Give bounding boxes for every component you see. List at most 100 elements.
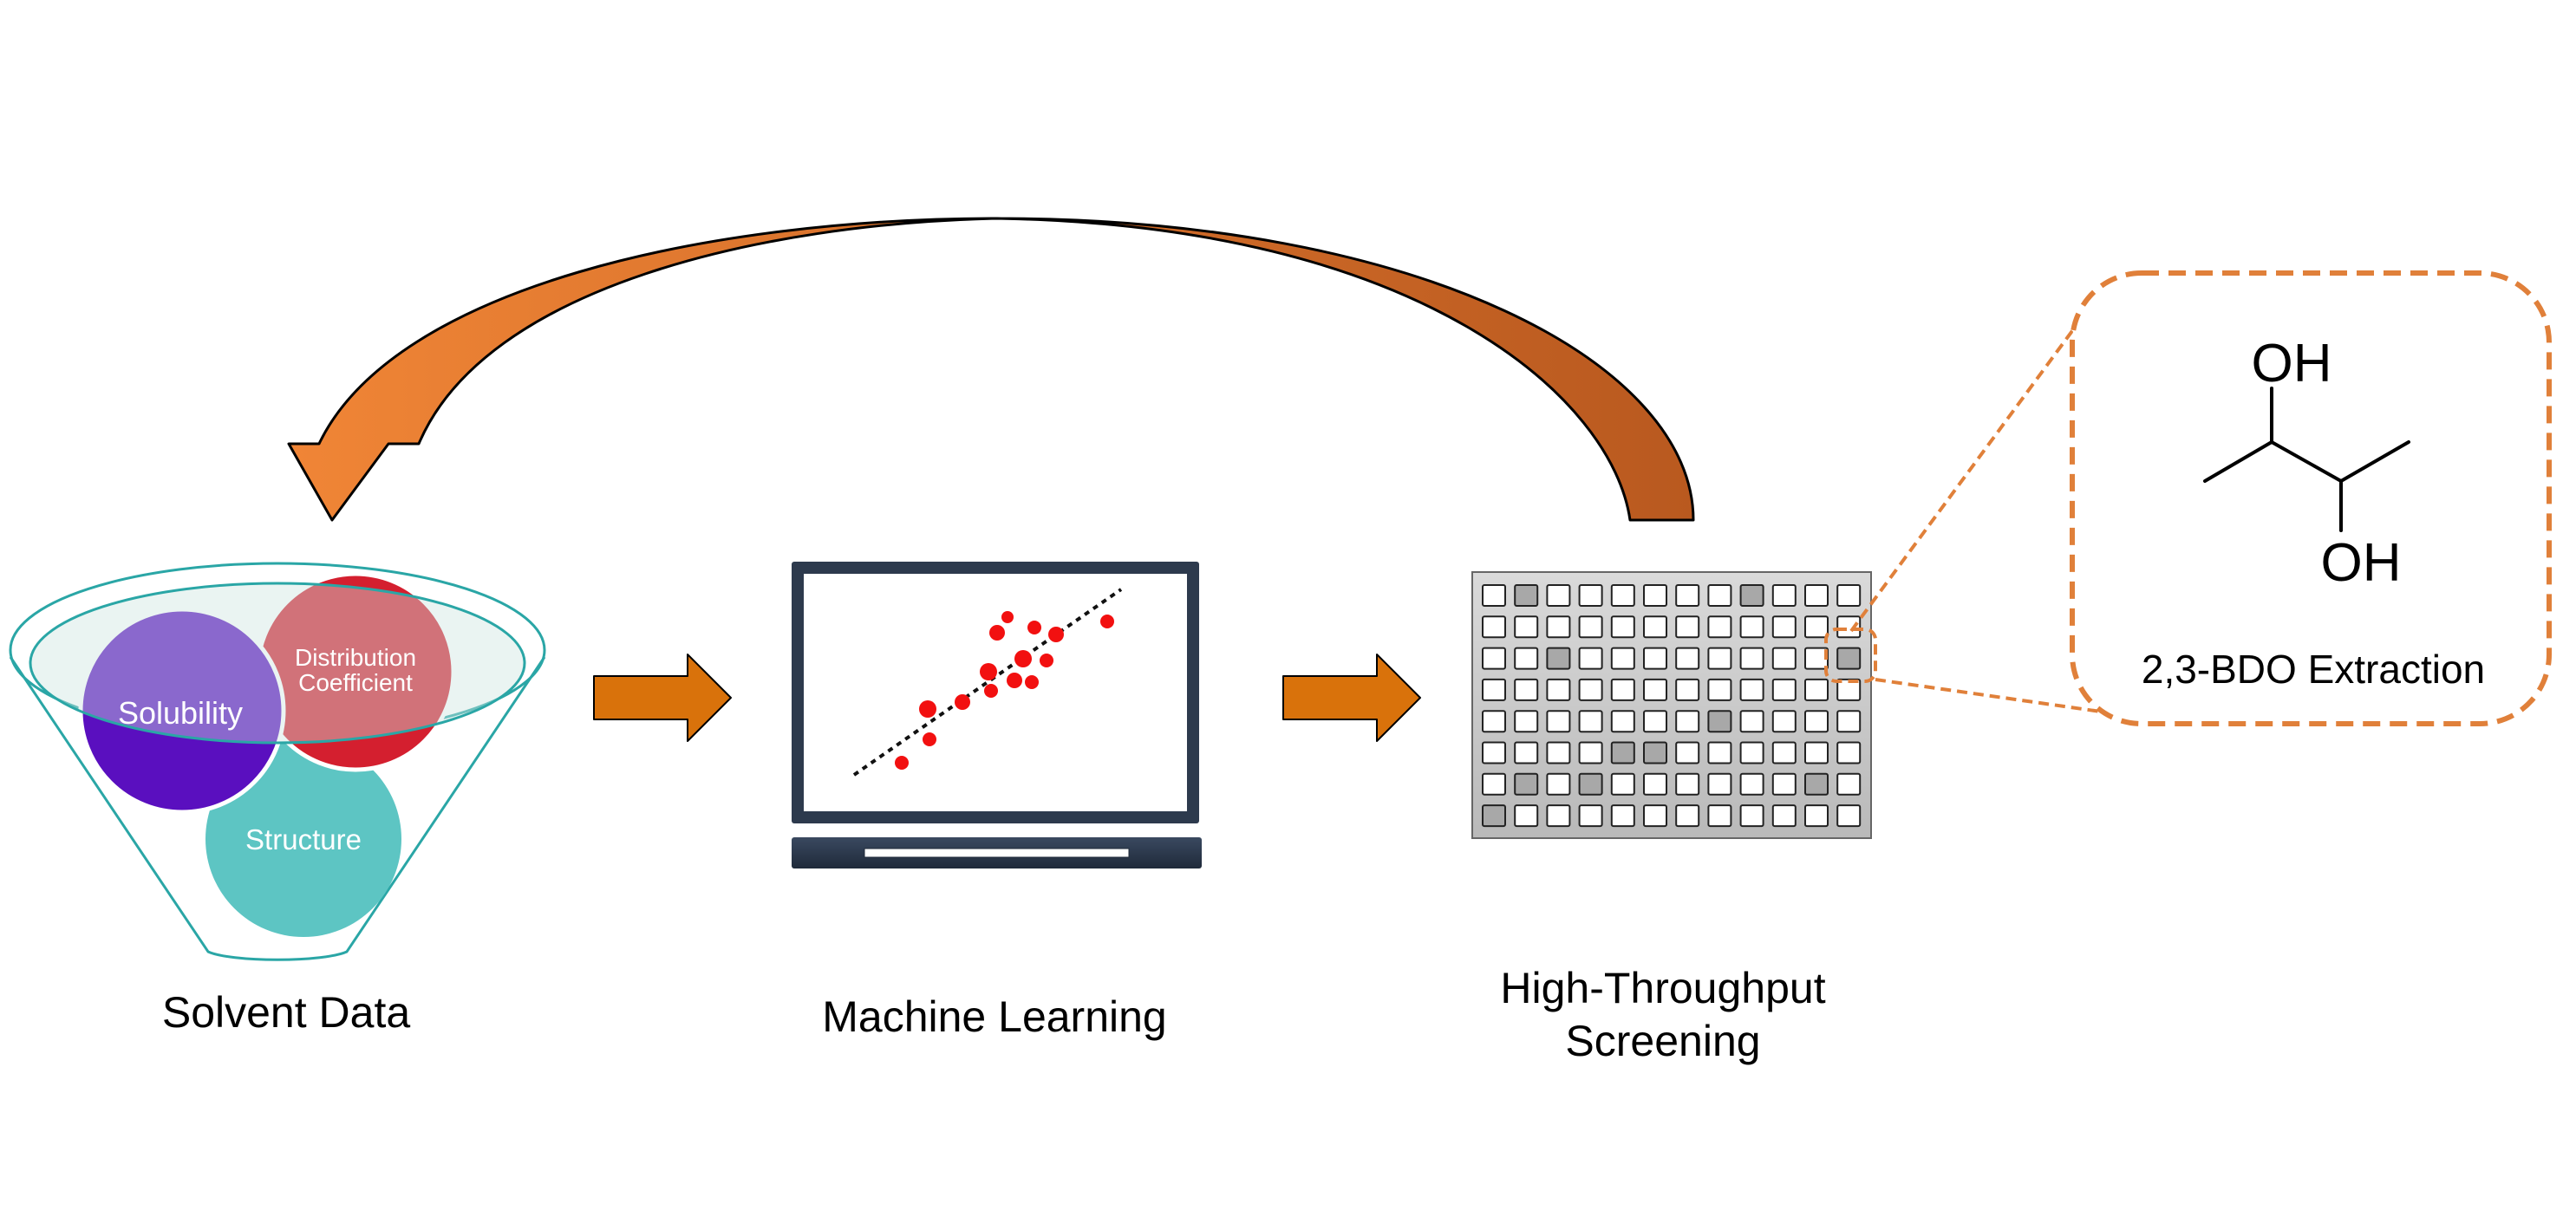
zoom-source-box <box>1824 628 1877 683</box>
plate-well <box>1739 710 1764 733</box>
scatter-point <box>989 625 1005 641</box>
scatter-point <box>1048 627 1064 642</box>
plate-well <box>1482 678 1506 701</box>
plate-well <box>1482 772 1506 796</box>
scatter-point <box>923 732 936 746</box>
plate-well <box>1771 710 1797 733</box>
plate-well <box>1643 615 1667 639</box>
scatter-point <box>1014 650 1032 667</box>
scatter-point <box>1001 611 1014 623</box>
plate-well <box>1836 647 1862 670</box>
scatter-point <box>1007 673 1022 688</box>
plate-well <box>1836 741 1862 764</box>
plate-well <box>1707 615 1732 639</box>
plate-well <box>1739 584 1764 607</box>
plate-well <box>1610 741 1635 764</box>
plate-well <box>1610 804 1635 828</box>
plate-well <box>1771 804 1797 828</box>
plate-well <box>1675 615 1700 639</box>
plate-well <box>1675 584 1700 607</box>
plate-well <box>1546 615 1571 639</box>
regression-line <box>852 588 1123 777</box>
plate-well <box>1771 772 1797 796</box>
oh-top-label: OH <box>2252 334 2332 394</box>
plate-well <box>1578 741 1603 764</box>
wells-grid <box>1482 584 1862 828</box>
funnel-body <box>9 656 546 961</box>
plate-well <box>1546 741 1571 764</box>
plate-well <box>1771 615 1797 639</box>
plate-well <box>1578 647 1603 670</box>
plate-well <box>1514 678 1539 701</box>
plate-well <box>1546 772 1571 796</box>
plate-well <box>1482 741 1506 764</box>
monitor-base-slot <box>864 848 1130 858</box>
oh-bottom-label: OH <box>2321 533 2402 593</box>
plate-well <box>1771 741 1797 764</box>
plate-well <box>1514 710 1539 733</box>
plate-well <box>1643 647 1667 670</box>
zoom-line-top <box>1849 323 2078 633</box>
hts-label-line1: High-Throughput <box>1500 964 1825 1012</box>
plate-well <box>1610 772 1635 796</box>
forward-arrow-1 <box>593 654 732 742</box>
plate-well <box>1578 678 1603 701</box>
plate-body <box>1471 571 1872 839</box>
plate-well <box>1514 804 1539 828</box>
plate-well <box>1546 804 1571 828</box>
plate-well <box>1836 772 1862 796</box>
bond-2 <box>2270 440 2343 483</box>
plate-well <box>1804 584 1829 607</box>
plate-well <box>1514 615 1539 639</box>
plate-well <box>1514 772 1539 796</box>
plate-well <box>1643 741 1667 764</box>
scatter-point <box>1027 621 1041 634</box>
plate-well <box>1739 772 1764 796</box>
scatter-point <box>955 694 970 710</box>
plate-well <box>1546 584 1571 607</box>
molecule-callout <box>2070 270 2552 726</box>
plate-well <box>1610 647 1635 670</box>
structure-label: Structure <box>245 823 362 855</box>
plate-well <box>1804 741 1829 764</box>
forward-arrow-2 <box>1282 654 1421 742</box>
well-plate-icon <box>1471 571 1872 839</box>
plate-well <box>1610 710 1635 733</box>
plate-well <box>1707 741 1732 764</box>
plate-well <box>1739 804 1764 828</box>
scatter-point <box>980 663 997 680</box>
plate-well <box>1578 584 1603 607</box>
plate-well <box>1771 584 1797 607</box>
plate-well <box>1643 804 1667 828</box>
monitor-scatter-icon <box>792 562 1202 868</box>
scatter-point <box>984 684 998 698</box>
plate-well <box>1643 772 1667 796</box>
plate-well <box>1836 584 1862 607</box>
scatter-points <box>895 611 1114 770</box>
plate-well <box>1804 772 1829 796</box>
plate-well <box>1546 710 1571 733</box>
bond-1 <box>2203 440 2273 483</box>
plate-well <box>1482 710 1506 733</box>
structure-circle <box>205 741 401 937</box>
plate-well <box>1675 647 1700 670</box>
plate-well <box>1578 615 1603 639</box>
scatter-point <box>895 756 909 770</box>
molecule-caption: 2,3-BDO Extraction <box>2142 647 2485 692</box>
plate-well <box>1804 678 1829 701</box>
plate-well <box>1643 710 1667 733</box>
plate-well <box>1707 772 1732 796</box>
plate-well <box>1836 615 1862 639</box>
plate-well <box>1707 804 1732 828</box>
scatter-point <box>919 700 936 718</box>
plate-well <box>1514 584 1539 607</box>
plate-well <box>1771 647 1797 670</box>
plate-well <box>1739 741 1764 764</box>
plate-well <box>1707 647 1732 670</box>
plate-well <box>1610 584 1635 607</box>
feedback-arrow <box>287 217 1695 522</box>
scatter-point <box>1040 654 1053 667</box>
machine-learning-label: Machine Learning <box>822 992 1167 1041</box>
plate-well <box>1482 615 1506 639</box>
